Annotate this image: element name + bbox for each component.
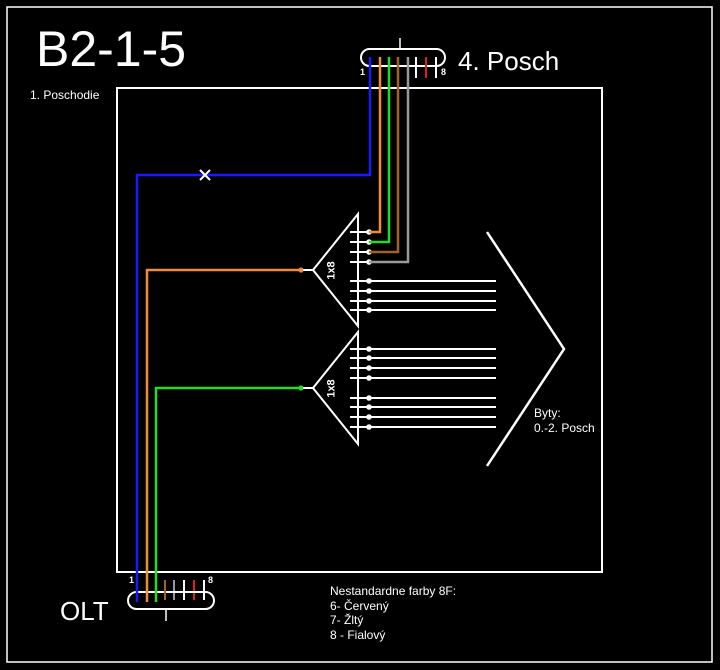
top-connector xyxy=(360,38,446,78)
fiber-brown-riser xyxy=(369,57,400,254)
notes-heading: Nestandardne farby 8F: xyxy=(330,584,457,598)
fiber-orange-riser xyxy=(369,57,382,234)
fiber-blue xyxy=(135,57,372,602)
notes-item: 7- Žltý xyxy=(330,613,364,627)
splitter-port-dot xyxy=(366,298,372,304)
floor-box xyxy=(116,87,603,573)
top-connector-label: 4. Posch xyxy=(458,46,560,76)
splitter-port-dot xyxy=(366,375,372,381)
apartments-line-1: Byty: xyxy=(534,406,561,420)
fiber-gray-riser xyxy=(369,57,410,264)
splitter-port-dot xyxy=(366,288,372,294)
notes-item: 8 - Fialový xyxy=(330,627,386,642)
apartments-label: Byty:0.-2. Posch xyxy=(534,406,595,436)
splitter-port-dot xyxy=(366,346,372,352)
top-pin-last-label: 8 xyxy=(441,67,447,77)
fiber-orange-feed xyxy=(145,268,301,602)
notes-item: 6- Červený xyxy=(330,598,389,613)
fiber-green-riser xyxy=(369,57,391,244)
cut-mark-icon xyxy=(199,169,211,181)
splitter-port-dot xyxy=(366,395,372,401)
splitter-port-dot xyxy=(366,307,372,313)
apartments-line-2: 0.-2. Posch xyxy=(534,421,595,435)
diagram-title: B2-1-5 xyxy=(36,21,187,77)
top-pin-first-label: 1 xyxy=(360,67,366,77)
splitter-2 xyxy=(311,329,496,447)
bottom-connector xyxy=(127,580,215,621)
outer-frame xyxy=(6,6,713,663)
splitter-port-dot xyxy=(366,365,372,371)
floor-label: 1. Poschodie xyxy=(30,88,100,102)
apartments-chevron xyxy=(485,231,566,467)
fiber-green-feed xyxy=(154,386,301,602)
splitter-port-dot xyxy=(366,424,372,430)
splitter-1-label: 1x8 xyxy=(325,261,338,280)
splitter-1 xyxy=(311,211,496,329)
splitter-port-dot xyxy=(366,278,372,284)
bottom-pin-last-label: 8 xyxy=(208,575,214,585)
splitter-port-dot xyxy=(366,414,372,420)
olt-label: OLT xyxy=(60,596,109,626)
splitter-port-dot xyxy=(366,404,372,410)
bottom-pin-first-label: 1 xyxy=(129,575,135,585)
splitter-port-dot xyxy=(366,355,372,361)
splitter-2-label: 1x8 xyxy=(325,379,338,398)
